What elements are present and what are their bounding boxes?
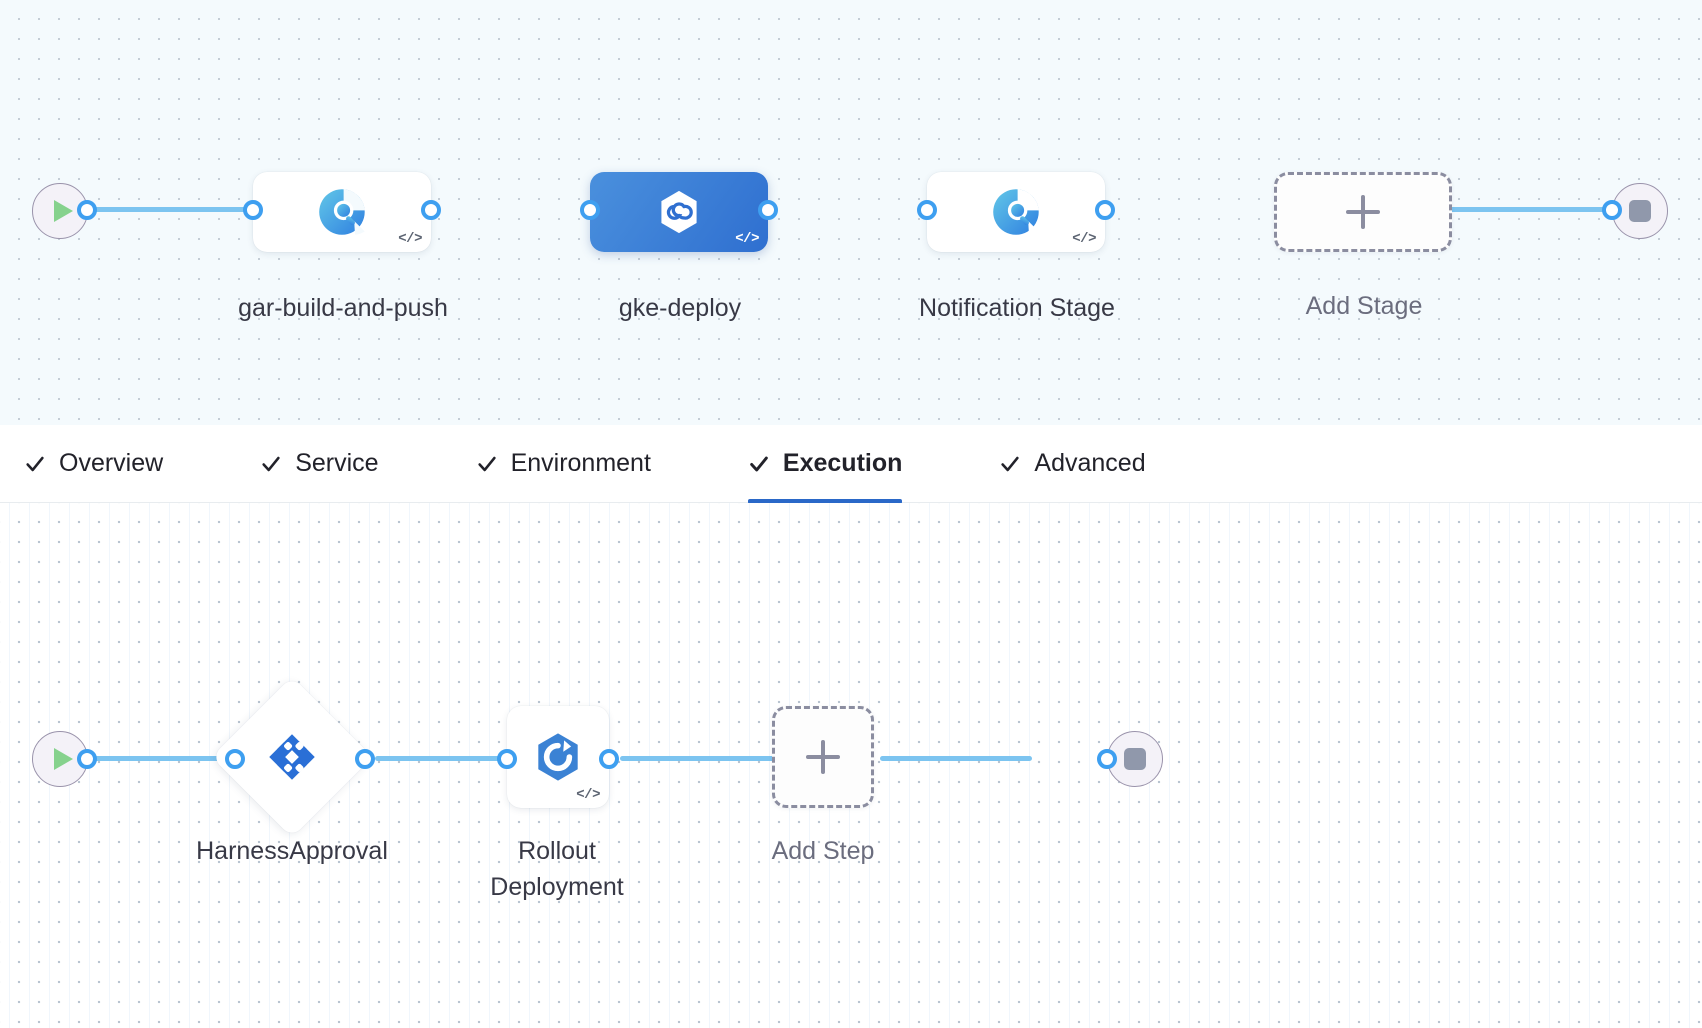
check-icon: [477, 456, 496, 471]
add-step-label: Add Step: [771, 837, 875, 865]
plus-icon: [806, 740, 840, 774]
code-badge-icon: </>: [1072, 231, 1096, 247]
approval-in-port[interactable]: [225, 749, 245, 769]
tab-label: Overview: [59, 449, 164, 477]
tab-execution[interactable]: Execution: [747, 425, 903, 504]
ci-build-icon: [319, 189, 365, 235]
gke-in-port[interactable]: [580, 200, 600, 220]
stage-graph-layer: </> gar-build-and-push </> gke-deploy: [0, 0, 1702, 425]
tab-label: Environment: [510, 449, 651, 477]
step-node-rollout-deployment[interactable]: </>: [507, 706, 609, 808]
stage-node-gar-build-and-push[interactable]: </>: [253, 172, 431, 252]
step-end-node[interactable]: [1107, 731, 1163, 787]
play-icon: [53, 200, 73, 222]
check-icon: [262, 456, 280, 471]
tab-label: Advanced: [1034, 449, 1146, 477]
tab-service[interactable]: Service: [260, 425, 379, 503]
tab-label: Execution: [782, 449, 903, 477]
code-badge-icon: </>: [398, 231, 422, 247]
edge-addstep-to-end: [880, 756, 1032, 761]
step-graph-layer: HarnessApproval </> Rollout Deployment A…: [0, 503, 1702, 1028]
rollout-in-port[interactable]: [497, 749, 517, 769]
ci-build-icon: [993, 189, 1039, 235]
approval-out-port[interactable]: [355, 749, 375, 769]
notif-in-port[interactable]: [917, 200, 937, 220]
step-node-label-rollout-deployment: Rollout Deployment: [490, 837, 624, 902]
stop-icon: [1124, 748, 1146, 770]
stage-start-out-port[interactable]: [77, 200, 97, 220]
gar-out-port[interactable]: [421, 200, 441, 220]
stage-graph-canvas[interactable]: </> gar-build-and-push </> gke-deploy: [0, 0, 1702, 425]
k8s-rollout-icon: [538, 733, 578, 781]
stage-node-gke-deploy[interactable]: </>: [590, 172, 768, 252]
edge-start-to-approval: [88, 756, 230, 761]
stop-icon: [1629, 200, 1651, 222]
step-graph-canvas[interactable]: HarnessApproval </> Rollout Deployment A…: [0, 503, 1702, 1028]
stage-node-notification-stage[interactable]: </>: [927, 172, 1105, 252]
code-badge-icon: </>: [735, 231, 759, 247]
step-start-out-port[interactable]: [77, 749, 97, 769]
play-icon: [53, 748, 73, 770]
stage-node-label-gke: gke-deploy: [618, 294, 742, 322]
gar-in-port[interactable]: [243, 200, 263, 220]
notif-out-port[interactable]: [1095, 200, 1115, 220]
edge-start-to-gar: [88, 207, 248, 212]
harness-approval-icon: [269, 734, 315, 780]
add-stage-button[interactable]: [1274, 172, 1452, 252]
gke-out-port[interactable]: [758, 200, 778, 220]
step-end-in-port[interactable]: [1097, 749, 1117, 769]
add-stage-label: Add Stage: [1305, 292, 1423, 320]
stage-node-label-notification: Notification Stage: [919, 294, 1115, 322]
stage-config-tabs: Overview Service Environment Execution: [0, 425, 1702, 504]
edge-rollout-to-addstep: [620, 756, 780, 761]
check-icon: [1001, 456, 1020, 471]
check-icon: [26, 456, 44, 471]
code-badge-icon: </>: [576, 787, 600, 803]
add-step-button[interactable]: [772, 706, 874, 808]
step-node-label-harness-approval: HarnessApproval: [196, 837, 388, 865]
cd-deploy-hexagon-icon: [661, 190, 697, 234]
tab-overview[interactable]: Overview: [24, 425, 163, 503]
edge-approval-to-rollout: [375, 756, 517, 761]
plus-icon: [1346, 195, 1380, 229]
tab-label: Service: [295, 449, 379, 477]
tab-environment[interactable]: Environment: [476, 425, 651, 503]
stage-end-in-port[interactable]: [1602, 200, 1622, 220]
step-node-harness-approval[interactable]: [211, 676, 373, 838]
rollout-out-port[interactable]: [599, 749, 619, 769]
tab-advanced[interactable]: Advanced: [999, 425, 1146, 503]
check-icon: [750, 456, 768, 471]
stage-node-label-gar: gar-build-and-push: [238, 294, 448, 322]
